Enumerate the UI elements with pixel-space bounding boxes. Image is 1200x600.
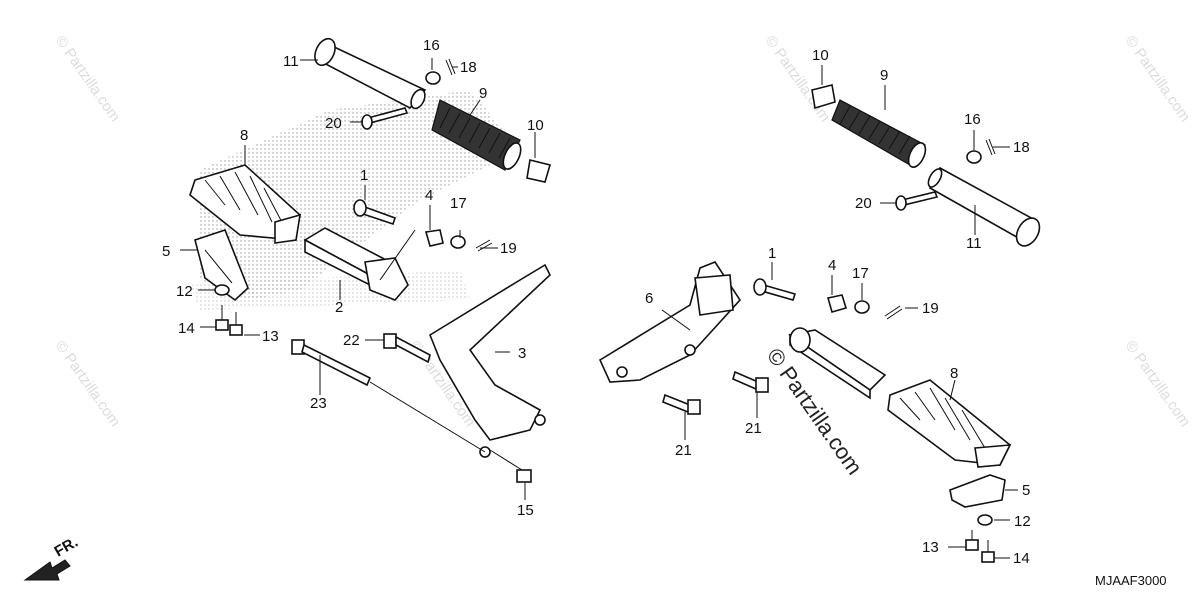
- watermark-mid-left: © Partzilla.com: [52, 338, 124, 431]
- callout-11: 11: [283, 53, 299, 70]
- callout-12: 12: [176, 283, 193, 300]
- nut-part-15: [516, 469, 532, 483]
- callout-9: 9: [479, 85, 487, 102]
- spacer-part-10: [526, 159, 552, 183]
- footpeg-rubber-part-9-right: [831, 99, 927, 168]
- nut-part-12: [214, 284, 230, 296]
- drawing-code: MJAAF3000: [1095, 573, 1167, 588]
- direction-label: FR.: [52, 534, 81, 561]
- bolt-part-21-left: [662, 393, 701, 415]
- callout-5-right: 5: [1022, 482, 1030, 499]
- cotter-pin-part-18-right: [985, 138, 996, 156]
- callout-21-right: 21: [745, 420, 762, 437]
- callout-17-right: 17: [852, 265, 869, 282]
- bolt-part-13: [229, 312, 243, 336]
- footpeg-arm-part-2: [303, 227, 409, 301]
- callout-6-right: 6: [645, 290, 653, 307]
- footpeg-arm-part-2-right: [787, 327, 887, 400]
- pin-part-20-right: [895, 191, 939, 211]
- callout-9-right: 9: [880, 67, 888, 84]
- callout-14: 14: [178, 320, 195, 337]
- arrow-left-icon: [23, 559, 71, 581]
- callout-18: 18: [460, 59, 477, 76]
- callout-20-right: 20: [855, 195, 872, 212]
- bolt-part-23: [291, 339, 486, 453]
- watermark-top-right: © Partzilla.com: [1122, 33, 1194, 126]
- bolt-part-21-right: [732, 370, 769, 393]
- front-direction-arrow: FR.: [23, 534, 81, 581]
- spring-part-4-right: [826, 294, 848, 313]
- cotter-pin-part-19: [475, 239, 493, 252]
- callout-19-right: 19: [922, 300, 939, 317]
- callout-21-left: 21: [675, 442, 692, 459]
- washer-part-16: [425, 71, 441, 85]
- callout-16: 16: [423, 37, 440, 54]
- callout-11-right: 11: [966, 235, 982, 252]
- callout-13: 13: [262, 328, 279, 345]
- footpeg-rubber-part-9: [431, 99, 522, 171]
- spring-part-4: [424, 229, 444, 247]
- bolt-part-22: [383, 333, 431, 364]
- callout-1: 1: [360, 167, 368, 184]
- left-callouts: 11 16 18 9 20 10 8 1 4 17 19 5 2 12 14 1…: [162, 37, 544, 519]
- footpeg-part-8-right: [887, 379, 1012, 468]
- callout-19: 19: [500, 240, 517, 257]
- callout-12-right: 12: [1014, 513, 1031, 530]
- spacer-part-10-right: [811, 84, 836, 110]
- callout-13-right: 13: [922, 539, 939, 556]
- pin-part-20: [361, 107, 409, 130]
- peg-pin-part-11-right: [927, 166, 1041, 247]
- callout-23: 23: [310, 395, 327, 412]
- watermark-mid-right: © Partzilla.com: [1122, 338, 1194, 431]
- callout-10: 10: [527, 117, 544, 134]
- cotter-pin-part-19-right: [884, 305, 903, 320]
- right-footpeg-assembly: [598, 65, 1041, 563]
- callout-4: 4: [425, 187, 433, 204]
- callout-14-right: 14: [1013, 550, 1030, 567]
- washer-part-16-right: [966, 150, 982, 164]
- bolt-part-13-right: [965, 530, 979, 551]
- callout-5: 5: [162, 243, 170, 260]
- callout-22: 22: [343, 332, 360, 349]
- callout-10-right: 10: [812, 47, 829, 64]
- nut-part-12-right: [977, 514, 993, 526]
- step-bracket-part-6: [598, 261, 742, 383]
- washer-part-17: [450, 235, 466, 249]
- callout-18-right: 18: [1013, 139, 1030, 156]
- callout-15: 15: [517, 502, 534, 519]
- bolt-part-14-right: [981, 540, 995, 563]
- callout-17: 17: [450, 195, 467, 212]
- callout-4-right: 4: [828, 257, 836, 274]
- callout-16-right: 16: [964, 111, 981, 128]
- callout-8: 8: [240, 127, 248, 144]
- callout-20: 20: [325, 115, 342, 132]
- bolt-part-14: [215, 305, 229, 331]
- bracket-part-5: [194, 229, 249, 302]
- washer-part-17-right: [854, 300, 870, 314]
- dotted-shading: [200, 90, 520, 300]
- callout-8-right: 8: [950, 365, 958, 382]
- pin-part-1-right: [753, 278, 797, 301]
- callout-2: 2: [335, 299, 343, 316]
- step-bracket-part-3: [429, 263, 551, 458]
- bracket-part-5-right: [949, 474, 1006, 508]
- right-callouts: 10 9 16 18 20 11 1 4 17 19 6 21 21 8 5 1…: [645, 47, 1031, 567]
- watermark-top-left: © Partzilla.com: [52, 33, 124, 126]
- pin-part-1: [353, 199, 397, 226]
- callout-1-right: 1: [768, 245, 776, 262]
- callout-3: 3: [518, 345, 526, 362]
- peg-pin-part-11: [314, 37, 427, 110]
- left-footpeg-assembly: [180, 37, 552, 500]
